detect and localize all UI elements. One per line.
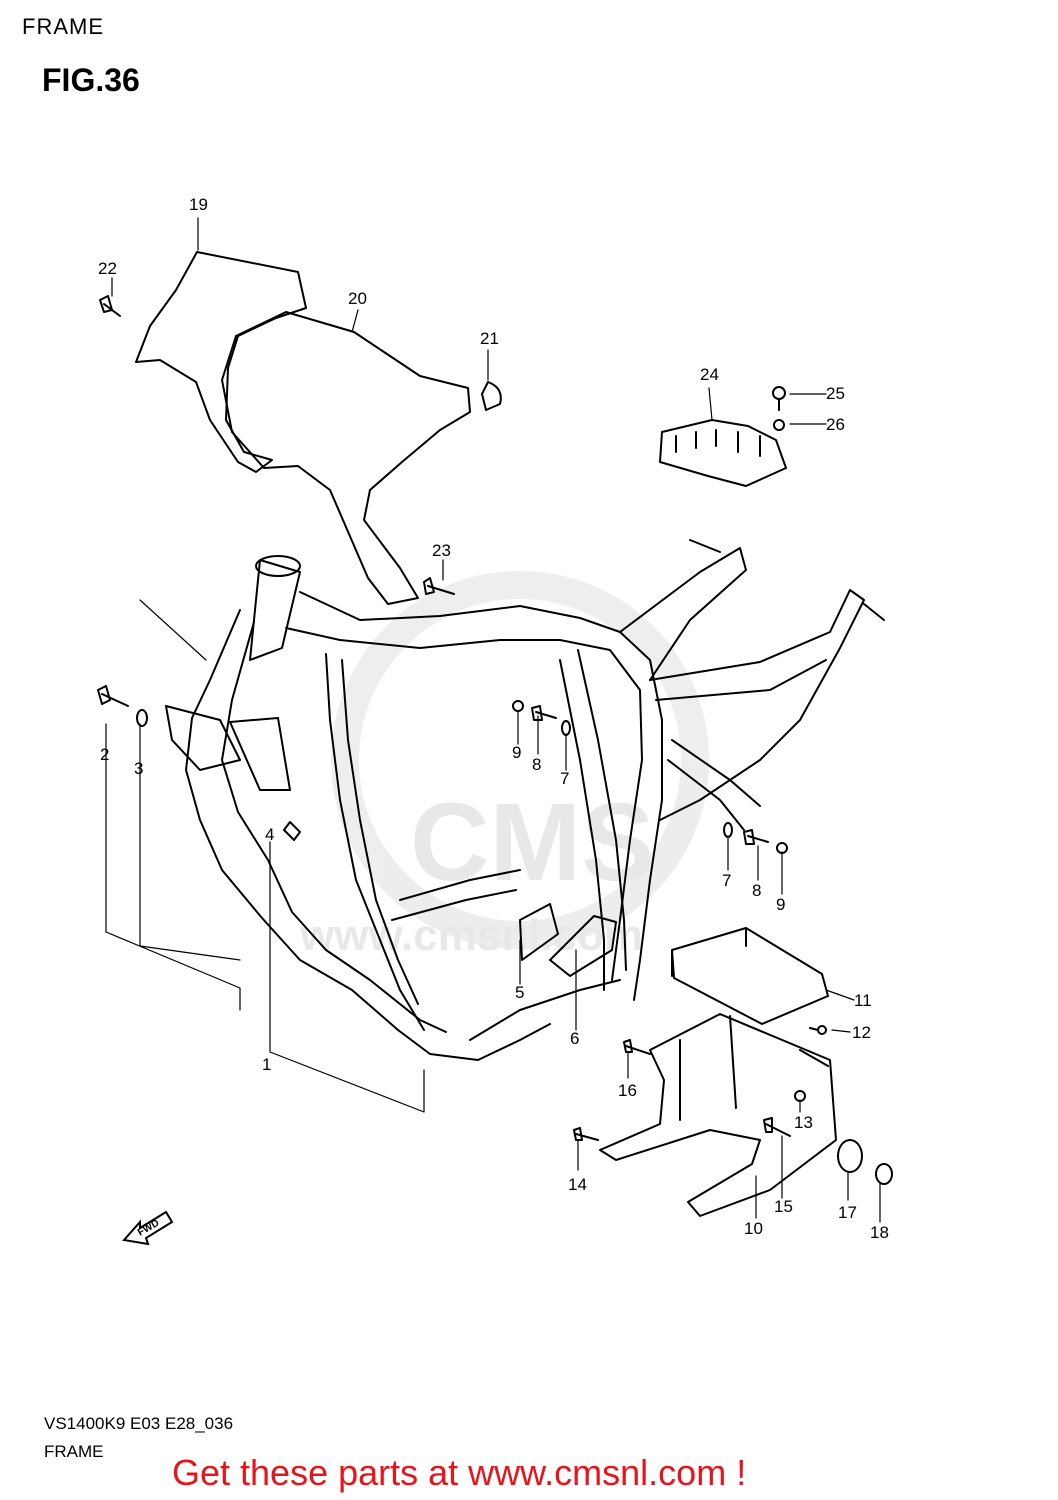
callout-2: 2: [100, 745, 109, 764]
watermark-brand: CMS: [410, 781, 654, 904]
callout-19: 19: [189, 195, 208, 214]
callout-5: 5: [515, 983, 524, 1002]
callout-23: 23: [432, 541, 451, 560]
callout-17: 17: [838, 1203, 857, 1222]
leader-lines: [105, 217, 881, 1223]
watermark-url: www.cmsnl.com: [299, 911, 643, 960]
footer-section: FRAME: [44, 1442, 104, 1461]
clip-part: [481, 381, 502, 411]
callout-20: 20: [348, 289, 367, 308]
callout-8a: 8: [532, 755, 541, 774]
model-code: VS1400K9 E03 E28_036: [44, 1414, 234, 1433]
promo-link[interactable]: Get these parts at www.cmsnl.com !: [172, 1452, 747, 1493]
callout-24: 24: [700, 365, 719, 384]
callout-9b: 9: [776, 895, 785, 914]
main-frame-part: [165, 539, 885, 1061]
callout-8b: 8: [752, 881, 761, 900]
callout-26: 26: [826, 415, 845, 434]
callout-6: 6: [570, 1029, 579, 1048]
callout-21: 21: [480, 329, 499, 348]
figure-number: FIG.36: [42, 62, 140, 98]
bracket-6-part: [549, 915, 617, 977]
callout-12: 12: [852, 1023, 871, 1042]
bracket-part: [659, 419, 787, 487]
watermark: CMS www.cmsnl.com: [299, 571, 709, 960]
callout-3: 3: [134, 759, 143, 778]
callout-18: 18: [870, 1223, 889, 1242]
forward-arrow-icon: FWD: [122, 1210, 174, 1246]
callout-16: 16: [618, 1081, 637, 1100]
frame-cover-part: [221, 311, 471, 605]
callout-25: 25: [826, 384, 845, 403]
callout-14: 14: [568, 1175, 587, 1194]
callout-7b: 7: [722, 871, 731, 890]
callout-11: 11: [854, 991, 872, 1010]
bracket-5-part: [519, 903, 559, 961]
callout-labels: 1 2 3 4 5 6 7 7 8 8 9 9 10 11 12 13 14 1…: [98, 195, 889, 1242]
callout-13: 13: [794, 1113, 813, 1132]
battery-holder-part: [599, 1013, 837, 1217]
header-category: FRAME: [22, 14, 104, 39]
callout-22: 22: [98, 259, 117, 278]
callout-15: 15: [774, 1197, 793, 1216]
callout-10: 10: [744, 1219, 763, 1238]
callout-4: 4: [265, 825, 274, 844]
callout-7a: 7: [560, 769, 569, 788]
battery-box-part: [671, 927, 829, 1025]
side-cover-part: [135, 251, 307, 473]
callout-1: 1: [262, 1055, 271, 1074]
callout-9a: 9: [512, 743, 521, 762]
